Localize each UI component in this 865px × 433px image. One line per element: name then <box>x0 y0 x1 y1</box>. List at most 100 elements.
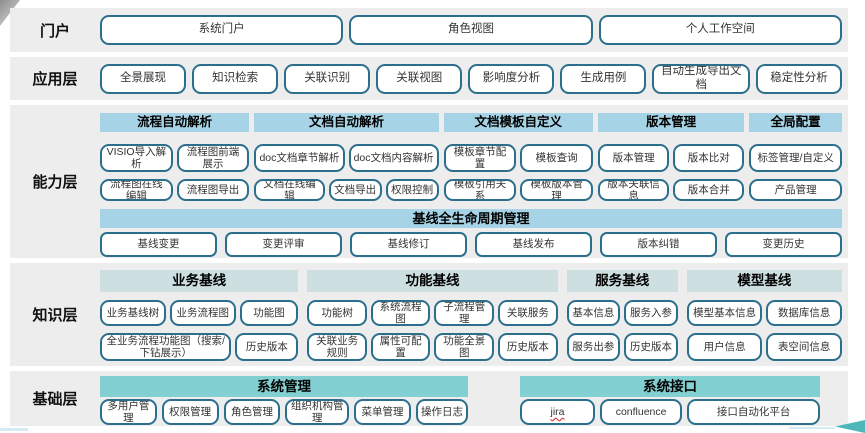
application-item: 稳定性分析 <box>755 63 843 94</box>
foundation-item: 组织机构管理 <box>285 399 350 425</box>
capability-item: 模板引用关系 <box>443 179 517 201</box>
capability-groups: 流程自动解析 VISIO导入解析 流程图前端展示 流程图在线编辑 流程图导出 文… <box>100 113 842 201</box>
knowledge-group-function-baseline: 功能基线 功能树 系统流程图 子流程管理 关联服务 关联业务规则 属性可配置 功… <box>307 270 558 361</box>
layer-portal: 门户 系统门户 角色视图 个人工作空间 <box>10 8 848 52</box>
capability-item: 版本比对 <box>673 144 745 172</box>
capability-group-title: 全局配置 <box>749 113 842 132</box>
foundation-group-system-mgmt: 系统管理 多用户管理 权限管理 角色管理 组织机构管理 菜单管理 操作日志 <box>100 376 469 426</box>
capability-group-title: 流程自动解析 <box>100 113 250 132</box>
foundation-item-jira: jira <box>520 399 595 425</box>
capability-group-doc-parsing: 文档自动解析 doc文档章节解析 doc文档内容解析 文档在线编辑 文档导出 权… <box>254 113 439 201</box>
knowledge-item: 历史版本 <box>498 333 558 361</box>
knowledge-item: 基本信息 <box>566 300 621 326</box>
baseline-item: 版本纠错 <box>600 232 717 257</box>
portal-item: 系统门户 <box>100 15 344 45</box>
capability-group-title: 文档模板自定义 <box>443 113 593 132</box>
capability-group-title: 文档自动解析 <box>254 113 439 132</box>
knowledge-content: 业务基线 业务基线树 业务流程图 功能图 全业务流程功能图（搜索/下钻展示） 历… <box>100 263 842 366</box>
foundation-item: 接口自动化平台 <box>687 399 820 425</box>
capability-item: 版本合并 <box>673 179 745 201</box>
knowledge-item: 关联业务规则 <box>307 333 367 361</box>
layer-label-foundation: 基础层 <box>32 391 78 408</box>
baseline-lifecycle-title: 基线全生命周期管理 <box>100 209 842 228</box>
portal-item: 角色视图 <box>349 15 593 45</box>
knowledge-item: 服务入参 <box>624 300 678 326</box>
baseline-item: 基线修订 <box>350 232 467 257</box>
knowledge-group-title: 服务基线 <box>566 270 678 292</box>
knowledge-group-model-baseline: 模型基线 模型基本信息 数据库信息 用户信息 表空间信息 <box>686 270 842 361</box>
application-item: 全景展现 <box>100 63 187 94</box>
capability-group-global-config: 全局配置 标签管理/自定义 产品管理 <box>749 113 842 201</box>
capability-item: 模板版本管理 <box>520 179 593 201</box>
knowledge-group-business-baseline: 业务基线 业务基线树 业务流程图 功能图 全业务流程功能图（搜索/下钻展示） 历… <box>100 270 299 361</box>
knowledge-item: 功能全景图 <box>434 333 495 361</box>
capability-group-process-parsing: 流程自动解析 VISIO导入解析 流程图前端展示 流程图在线编辑 流程图导出 <box>100 113 250 201</box>
foundation-item: 多用户管理 <box>100 399 157 425</box>
layer-label-capability: 能力层 <box>32 174 78 191</box>
capability-item: 产品管理 <box>749 179 842 201</box>
bottom-left-line-decoration <box>0 428 28 431</box>
capability-item: 标签管理/自定义 <box>749 144 842 172</box>
knowledge-item: 系统流程图 <box>370 300 431 326</box>
knowledge-item: 功能图 <box>239 300 299 326</box>
foundation-item-confluence: confluence <box>600 399 683 425</box>
baseline-item: 基线发布 <box>475 232 592 257</box>
knowledge-item: 业务流程图 <box>169 300 236 326</box>
capability-group-template-custom: 文档模板自定义 模板章节配置 模板查询 模板引用关系 模板版本管理 <box>443 113 593 201</box>
knowledge-item: 属性可配置 <box>370 333 431 361</box>
knowledge-group-title: 业务基线 <box>100 270 299 292</box>
capability-item: 流程图在线编辑 <box>100 179 173 201</box>
application-item: 关联识别 <box>284 63 371 94</box>
application-items: 全景展现 知识检索 关联识别 关联视图 影响度分析 生成用例 自动生成导出文档 … <box>100 57 843 100</box>
foundation-group-title: 系统管理 <box>100 376 468 397</box>
layer-label-application: 应用层 <box>32 71 78 88</box>
capability-group-version-mgmt: 版本管理 版本管理 版本比对 版本关联信息 版本合并 <box>597 113 745 201</box>
baseline-item: 变更评审 <box>225 232 342 257</box>
knowledge-item: 用户信息 <box>686 333 763 361</box>
foundation-group-title: 系统接口 <box>520 376 820 397</box>
knowledge-item: 表空间信息 <box>766 333 842 361</box>
knowledge-item: 全业务流程功能图（搜索/下钻展示） <box>100 333 232 361</box>
knowledge-item: 功能树 <box>307 300 367 326</box>
knowledge-item: 历史版本 <box>235 333 299 361</box>
bottom-right-line-decoration <box>789 427 835 429</box>
layer-label-portal: 门户 <box>39 22 70 40</box>
application-item: 生成用例 <box>560 63 647 94</box>
knowledge-item: 关联服务 <box>498 300 558 326</box>
application-item: 知识检索 <box>192 63 279 94</box>
capability-item: doc文档章节解析 <box>254 144 345 172</box>
capability-item: 版本管理 <box>597 144 670 172</box>
capability-item: 权限控制 <box>385 179 439 201</box>
layer-label-knowledge: 知识层 <box>32 307 78 324</box>
baseline-item: 变更历史 <box>725 232 842 257</box>
knowledge-item: 子流程管理 <box>434 300 495 326</box>
knowledge-group-title: 模型基线 <box>686 270 842 292</box>
layer-application: 应用层 全景展现 知识检索 关联识别 关联视图 影响度分析 生成用例 自动生成导… <box>10 57 848 100</box>
capability-item: 模板查询 <box>520 144 593 172</box>
foundation-content: 系统管理 多用户管理 权限管理 角色管理 组织机构管理 菜单管理 操作日志 系统… <box>100 371 842 426</box>
capability-item: doc文档内容解析 <box>348 144 439 172</box>
capability-item: 流程图前端展示 <box>176 144 250 172</box>
knowledge-item: 模型基本信息 <box>686 300 763 326</box>
capability-item: 版本关联信息 <box>597 179 670 201</box>
layer-knowledge: 知识层 业务基线 业务基线树 业务流程图 功能图 全业务流程功能图（搜索/下钻展… <box>10 263 848 366</box>
knowledge-group-title: 功能基线 <box>307 270 558 292</box>
portal-items: 系统门户 角色视图 个人工作空间 <box>100 8 842 52</box>
knowledge-item: 历史版本 <box>624 333 678 361</box>
foundation-item: 角色管理 <box>223 399 281 425</box>
capability-item: 文档导出 <box>328 179 382 201</box>
application-item: 关联视图 <box>376 63 463 94</box>
layer-foundation: 基础层 系统管理 多用户管理 权限管理 角色管理 组织机构管理 菜单管理 操作日… <box>10 371 848 426</box>
knowledge-item: 数据库信息 <box>766 300 842 326</box>
knowledge-groups: 业务基线 业务基线树 业务流程图 功能图 全业务流程功能图（搜索/下钻展示） 历… <box>100 270 842 361</box>
layer-capability: 能力层 流程自动解析 VISIO导入解析 流程图前端展示 流程图在线编辑 流程图… <box>10 105 848 258</box>
capability-item: 文档在线编辑 <box>254 179 325 201</box>
foundation-item: 菜单管理 <box>354 399 411 425</box>
capability-content: 流程自动解析 VISIO导入解析 流程图前端展示 流程图在线编辑 流程图导出 文… <box>100 105 842 258</box>
application-item: 影响度分析 <box>468 63 555 94</box>
knowledge-group-service-baseline: 服务基线 基本信息 服务入参 服务出参 历史版本 <box>566 270 678 361</box>
capability-item: 流程图导出 <box>176 179 250 201</box>
knowledge-item: 服务出参 <box>566 333 621 361</box>
baseline-items: 基线变更 变更评审 基线修订 基线发布 版本纠错 变更历史 <box>100 232 842 257</box>
